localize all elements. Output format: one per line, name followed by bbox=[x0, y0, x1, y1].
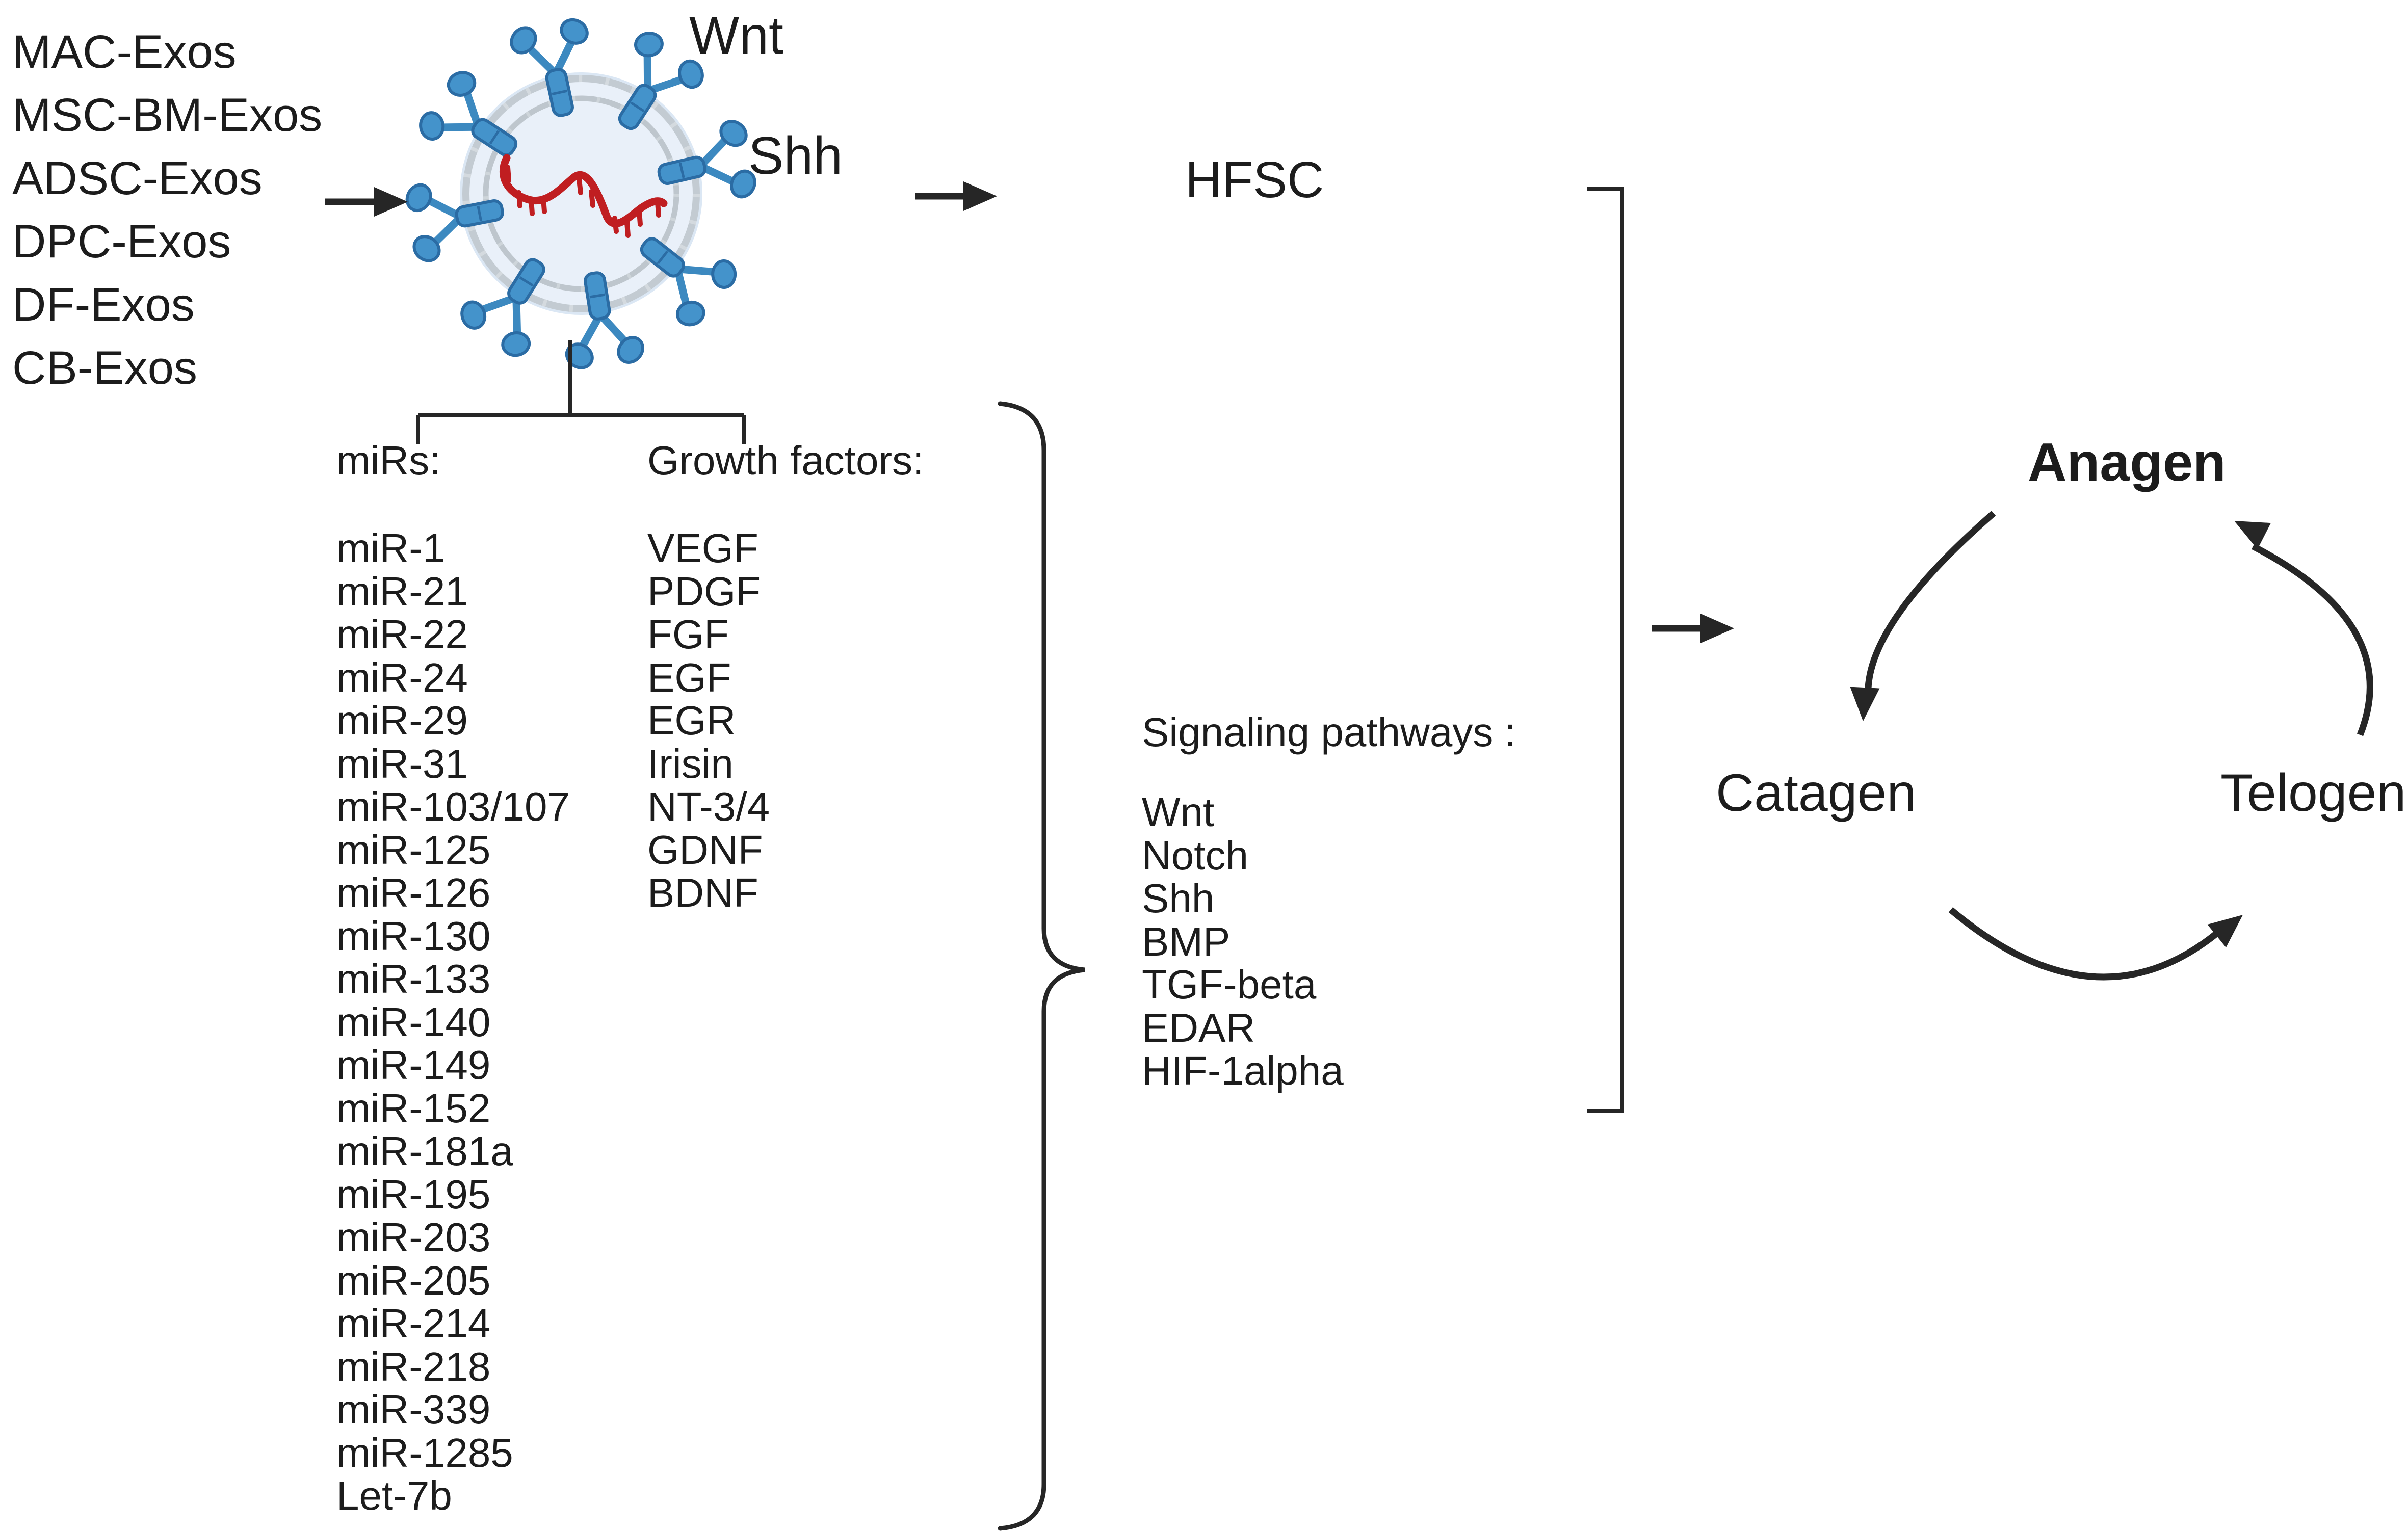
list-item: MSC-BM-Exos bbox=[12, 89, 323, 141]
list-item: GDNF bbox=[647, 827, 763, 873]
mirs-header: miRs: bbox=[336, 438, 441, 483]
list-item: miR-130 bbox=[336, 913, 491, 959]
signaling-pathways-header: Signaling pathways : bbox=[1142, 709, 1516, 755]
list-item: PDGF bbox=[647, 568, 761, 614]
list-item: miR-22 bbox=[336, 612, 468, 657]
list-item: miR-339 bbox=[336, 1387, 491, 1432]
list-item: CB-Exos bbox=[12, 342, 197, 394]
wnt-label: Wnt bbox=[689, 6, 783, 65]
list-item: Wnt bbox=[1142, 789, 1215, 835]
list-item: miR-203 bbox=[336, 1215, 491, 1260]
cycle-arrow-catagen-to-telogen bbox=[1948, 903, 2253, 981]
list-item: VEGF bbox=[647, 525, 758, 571]
exosome-illustration bbox=[397, 9, 766, 378]
list-item: miR-1 bbox=[336, 525, 446, 571]
list-item: miR-24 bbox=[336, 654, 468, 700]
list-item: miR-103/107 bbox=[336, 784, 570, 829]
cycle-arrow-anagen-to-catagen bbox=[1848, 511, 1996, 722]
list-item: FGF bbox=[647, 612, 729, 657]
list-item: EDAR bbox=[1142, 1005, 1255, 1050]
growth-factors-header: Growth factors: bbox=[647, 438, 924, 483]
list-item: HIF-1alpha bbox=[1142, 1048, 1344, 1093]
list-item: miR-218 bbox=[336, 1343, 491, 1389]
list-item: miR-214 bbox=[336, 1301, 491, 1346]
list-item: BDNF bbox=[647, 870, 758, 915]
cycle-phase-catagen: Catagen bbox=[1716, 763, 1917, 823]
list-item: Let-7b bbox=[336, 1473, 452, 1518]
cycle-phase-telogen: Telogen bbox=[2220, 763, 2406, 823]
rna-icon bbox=[499, 154, 668, 238]
connector-lines bbox=[416, 340, 746, 444]
shh-label: Shh bbox=[748, 126, 843, 186]
list-item: DF-Exos bbox=[12, 279, 195, 331]
list-item: EGR bbox=[647, 698, 736, 743]
arrow-right-icon bbox=[1652, 614, 1734, 643]
list-item: miR-21 bbox=[336, 568, 468, 614]
list-item: MAC-Exos bbox=[12, 26, 237, 78]
list-item: Shh bbox=[1142, 876, 1215, 921]
list-item: miR-140 bbox=[336, 999, 491, 1045]
list-item: miR-125 bbox=[336, 827, 491, 873]
curly-brace bbox=[998, 401, 1085, 1531]
cycle-arrow-telogen-to-anagen bbox=[2227, 508, 2373, 736]
square-bracket bbox=[1587, 187, 1624, 1113]
list-item: miR-1285 bbox=[336, 1430, 513, 1475]
list-item: miR-149 bbox=[336, 1042, 491, 1088]
list-item: miR-133 bbox=[336, 956, 491, 1001]
list-item: miR-181a bbox=[336, 1128, 513, 1174]
cycle-phase-anagen: Anagen bbox=[2028, 432, 2226, 492]
list-item: ADSC-Exos bbox=[12, 152, 263, 204]
arrow-right-icon bbox=[325, 187, 408, 217]
list-item: miR-205 bbox=[336, 1257, 491, 1303]
list-item: miR-195 bbox=[336, 1171, 491, 1217]
list-item: TGF-beta bbox=[1142, 962, 1317, 1007]
list-item: EGF bbox=[647, 654, 731, 700]
list-item: miR-31 bbox=[336, 741, 468, 786]
list-item: miR-126 bbox=[336, 870, 491, 915]
list-item: miR-152 bbox=[336, 1085, 491, 1131]
list-item: Notch bbox=[1142, 832, 1248, 878]
list-item: NT-3/4 bbox=[647, 784, 770, 829]
hfsc-label: HFSC bbox=[1185, 151, 1324, 208]
arrow-right-icon bbox=[915, 181, 997, 211]
list-item: miR-29 bbox=[336, 698, 468, 743]
list-item: Irisin bbox=[647, 741, 734, 786]
list-item: BMP bbox=[1142, 918, 1231, 964]
list-item: DPC-Exos bbox=[12, 216, 231, 268]
